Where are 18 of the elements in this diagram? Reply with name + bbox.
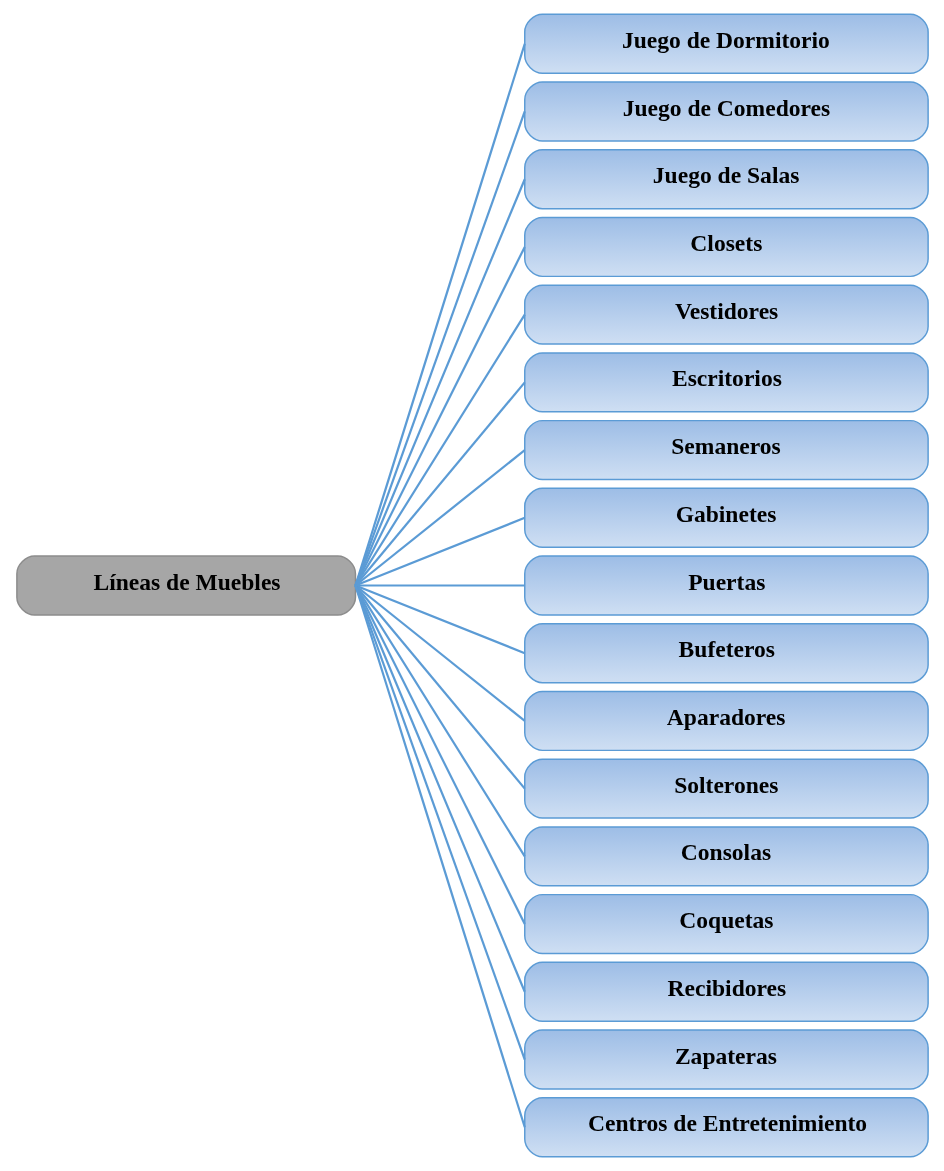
node-box: Aparadores [523, 690, 929, 752]
node-box: Juego de Comedores [523, 81, 929, 142]
node-box: Líneas de Muebles [15, 555, 356, 616]
node-box: Vestidores [523, 284, 929, 345]
node-box: Juego de Salas [523, 149, 929, 210]
node-box: Juego de Dormitorio [523, 13, 929, 74]
node-box: Solterones [523, 758, 929, 819]
node-box: Closets [523, 216, 929, 278]
node-box: Consolas [523, 826, 929, 887]
node-box: Puertas [523, 555, 929, 616]
node-box: Semaneros [523, 419, 929, 481]
node-box: Bufeteros [523, 623, 929, 684]
node-box: Coquetas [523, 893, 929, 955]
node-box: Gabinetes [523, 487, 929, 548]
node-box: Centros de Entretenimiento [523, 1097, 929, 1158]
node-box: Escritorios [523, 352, 929, 413]
node-box: Zapateras [523, 1029, 929, 1090]
node-box: Recibidores [523, 961, 929, 1022]
